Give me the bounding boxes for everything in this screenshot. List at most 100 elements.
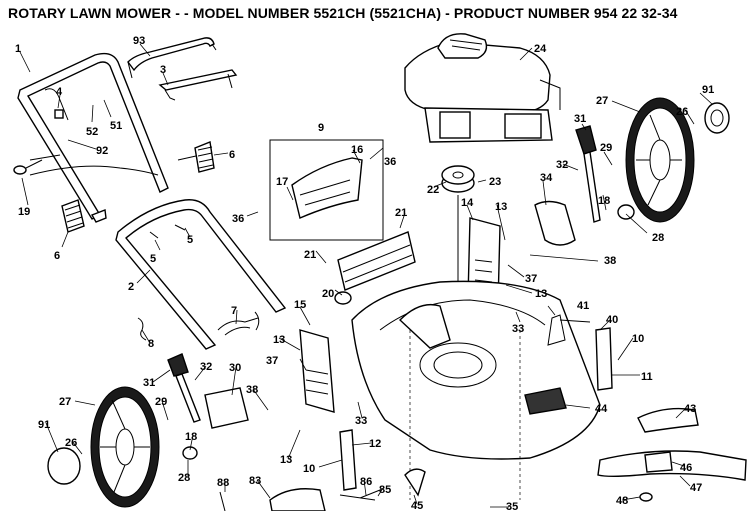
callout-34: 34 xyxy=(540,172,553,184)
callout-26-left: 26 xyxy=(65,437,77,449)
leader-lines xyxy=(19,43,713,508)
engine-part xyxy=(404,33,561,143)
callout-2: 2 xyxy=(128,281,134,293)
callout-44: 44 xyxy=(595,403,608,415)
callout-91-right: 91 xyxy=(702,84,714,96)
callout-6-lower: 6 xyxy=(54,250,60,262)
cable-clip-part xyxy=(217,311,260,336)
callout-18-right: 18 xyxy=(598,195,610,207)
rear-wheel-right-part xyxy=(625,97,695,223)
callout-labels: 1 93 3 4 52 51 92 6 19 6 24 91 27 26 9 1… xyxy=(15,35,714,511)
callout-20: 20 xyxy=(322,288,334,300)
callout-5-left: 5 xyxy=(150,253,156,265)
height-lever-part xyxy=(534,125,635,246)
callout-5-right: 5 xyxy=(187,234,193,246)
callout-29-left: 29 xyxy=(155,396,167,408)
callout-45: 45 xyxy=(411,500,423,511)
callout-38-right: 38 xyxy=(604,255,616,267)
callout-37-left: 37 xyxy=(266,355,278,367)
deflector-box xyxy=(269,139,384,241)
callout-85: 85 xyxy=(379,484,391,496)
upper-handle-part xyxy=(13,52,169,223)
callout-13-left-lower: 13 xyxy=(280,454,292,466)
callout-86: 86 xyxy=(360,476,372,488)
callout-11: 11 xyxy=(641,371,653,383)
callout-40: 40 xyxy=(606,314,618,326)
callout-29-right: 29 xyxy=(600,142,612,154)
callout-13-left-upper: 13 xyxy=(273,334,285,346)
height-lever-part xyxy=(167,353,249,460)
callout-16: 16 xyxy=(351,144,363,156)
callout-27-right: 27 xyxy=(596,95,608,107)
callout-88: 88 xyxy=(217,477,229,489)
callout-28-left: 28 xyxy=(178,472,190,484)
callout-93: 93 xyxy=(133,35,145,47)
mower-deck-part xyxy=(351,280,601,500)
callout-8: 8 xyxy=(148,338,154,350)
callout-18-left: 18 xyxy=(185,431,197,443)
lower-handle-part xyxy=(115,199,287,350)
callout-38-left: 38 xyxy=(246,384,258,396)
callout-51: 51 xyxy=(110,120,122,132)
rear-flap-part xyxy=(334,231,416,305)
callout-26-right: 26 xyxy=(676,106,688,118)
diagram-title: ROTARY LAWN MOWER - - MODEL NUMBER 5521C… xyxy=(8,5,678,21)
callout-13-right: 13 xyxy=(535,288,547,300)
callout-9: 9 xyxy=(318,122,324,134)
callout-36-lower: 36 xyxy=(232,213,244,225)
bracket-part xyxy=(158,69,238,101)
callout-36-upper: 36 xyxy=(384,156,396,168)
callout-48: 48 xyxy=(616,495,628,507)
callout-22: 22 xyxy=(427,184,439,196)
callout-41: 41 xyxy=(577,300,589,312)
callout-19: 19 xyxy=(18,206,30,218)
callout-43: 43 xyxy=(684,403,696,415)
callout-1: 1 xyxy=(15,43,21,55)
callout-28-right: 28 xyxy=(652,232,664,244)
callout-33-lower: 33 xyxy=(355,415,367,427)
callout-46: 46 xyxy=(680,462,692,474)
callout-32-right: 32 xyxy=(556,159,568,171)
callout-91-left: 91 xyxy=(38,419,50,431)
callout-33-upper: 33 xyxy=(512,323,524,335)
callout-7: 7 xyxy=(231,305,237,317)
callout-47: 47 xyxy=(690,482,702,494)
callout-21-upper: 21 xyxy=(395,207,407,219)
wheel-cap-part xyxy=(704,102,730,134)
callout-37-right: 37 xyxy=(525,273,537,285)
blade-part xyxy=(597,407,747,502)
callout-10-left: 10 xyxy=(303,463,315,475)
handle-knob-part xyxy=(61,199,85,233)
right-bracket-part xyxy=(547,314,613,391)
callout-24: 24 xyxy=(534,43,547,55)
callout-31-right: 31 xyxy=(574,113,586,125)
bottom-parts xyxy=(219,468,426,511)
callout-21-lower: 21 xyxy=(304,249,316,261)
callout-31-left: 31 xyxy=(143,377,155,389)
callout-35: 35 xyxy=(506,501,518,511)
callout-27-left: 27 xyxy=(59,396,71,408)
callout-52: 52 xyxy=(86,126,98,138)
adjust-plate-part xyxy=(299,329,335,413)
callout-83: 83 xyxy=(249,475,261,487)
bail-part xyxy=(127,37,217,79)
rear-wheel-left-part xyxy=(90,386,160,508)
callout-14: 14 xyxy=(461,197,474,209)
cable-clip-part xyxy=(137,317,147,341)
callout-32-left: 32 xyxy=(200,361,212,373)
callout-6-upper: 6 xyxy=(229,149,235,161)
callout-4: 4 xyxy=(56,86,63,98)
wheel-cap-part xyxy=(47,447,81,485)
left-bracket-part xyxy=(339,429,357,491)
callout-17: 17 xyxy=(276,176,288,188)
callout-10-right: 10 xyxy=(632,333,644,345)
handle-knob-part xyxy=(177,141,215,173)
callout-15: 15 xyxy=(294,299,306,311)
callout-92: 92 xyxy=(96,145,108,157)
callout-30: 30 xyxy=(229,362,241,374)
callout-12: 12 xyxy=(369,438,381,450)
callout-23: 23 xyxy=(489,176,501,188)
callout-13-upper: 13 xyxy=(495,201,507,213)
callout-3: 3 xyxy=(160,64,166,76)
